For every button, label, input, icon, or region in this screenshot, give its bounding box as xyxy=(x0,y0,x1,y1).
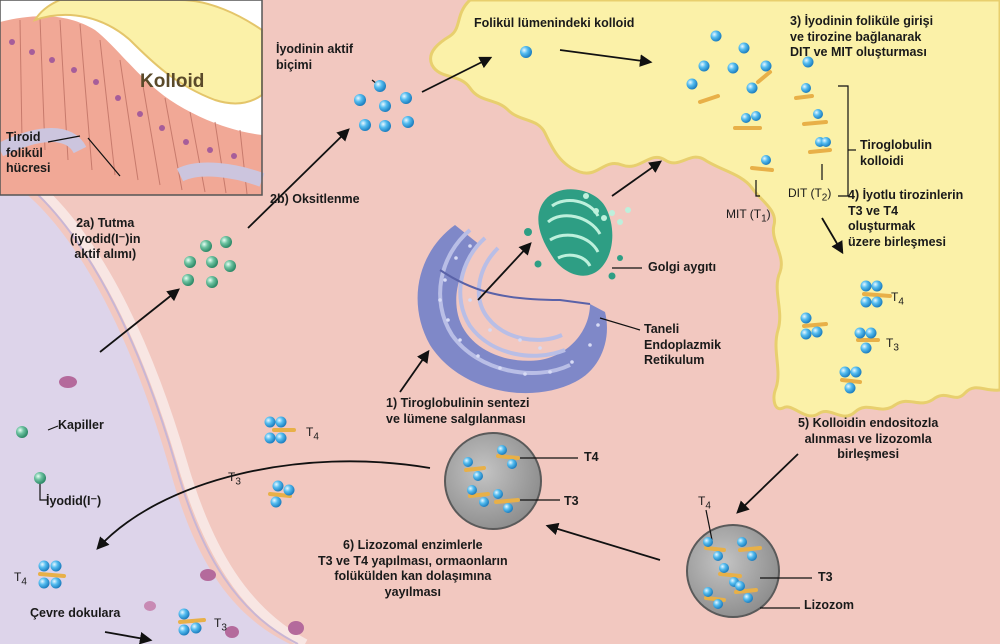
step2a-label: 2a) Tutma (iyodid(I⁻)in aktif alımı) xyxy=(70,216,140,263)
dit-label: DIT (T2) xyxy=(788,186,831,203)
step1-label: 1) Tiroglobulinin sentezi ve lümene salg… xyxy=(386,396,530,427)
lysosome-release xyxy=(445,433,541,529)
capillary-label: Kapiller xyxy=(58,418,104,434)
iodide-label: İyodid(I⁻) xyxy=(46,494,101,510)
step4-label: 4) İyotlu tirozinlerin T3 ve T4 oluşturm… xyxy=(848,188,963,251)
thyroid-cell-label: Tiroid folikül hücresi xyxy=(6,130,50,177)
step6-label: 6) Lizozomal enzimlerle T3 ve T4 yapılma… xyxy=(318,538,508,601)
active-iodine-label: İyodinin aktif biçimi xyxy=(276,42,353,73)
t4-tag-colloid: T4 xyxy=(891,290,904,307)
lumen-colloid-label: Folikül lümenindeki kolloid xyxy=(474,16,634,32)
mit-label: MIT (T1) xyxy=(726,207,771,224)
thyroglobulin-colloid-label: Tiroglobulin kolloidi xyxy=(860,138,932,169)
t3-label-release: T3 xyxy=(564,494,579,510)
t4-label-release: T4 xyxy=(584,450,599,466)
lysosome-label: Lizozom xyxy=(804,598,854,614)
t4-tag-cytoplasm: T4 xyxy=(306,425,319,442)
golgi-label: Golgi aygıtı xyxy=(648,260,716,276)
step5-label: 5) Kolloidin endositozla alınması ve liz… xyxy=(798,416,938,463)
step3-label: 3) İyodinin foliküle girişi ve tirozine … xyxy=(790,14,933,61)
t3-tag-colloid: T3 xyxy=(886,336,899,353)
peripheral-tissues-label: Çevre dokulara xyxy=(30,606,120,622)
t3-tag-cytoplasm: T3 xyxy=(228,470,241,487)
t4-tag-blood: T4 xyxy=(14,570,27,587)
lysosome xyxy=(687,525,779,617)
t4-tag-lysosome: T4 xyxy=(698,494,711,511)
rer-label: Taneli Endoplazmik Retikulum xyxy=(644,322,721,369)
step2b-label: 2b) Oksitlenme xyxy=(270,192,360,208)
colloid-inset-label: Kolloid xyxy=(140,70,204,94)
t3-label-lysosome: T3 xyxy=(818,570,833,586)
t3-tag-blood: T3 xyxy=(214,616,227,633)
